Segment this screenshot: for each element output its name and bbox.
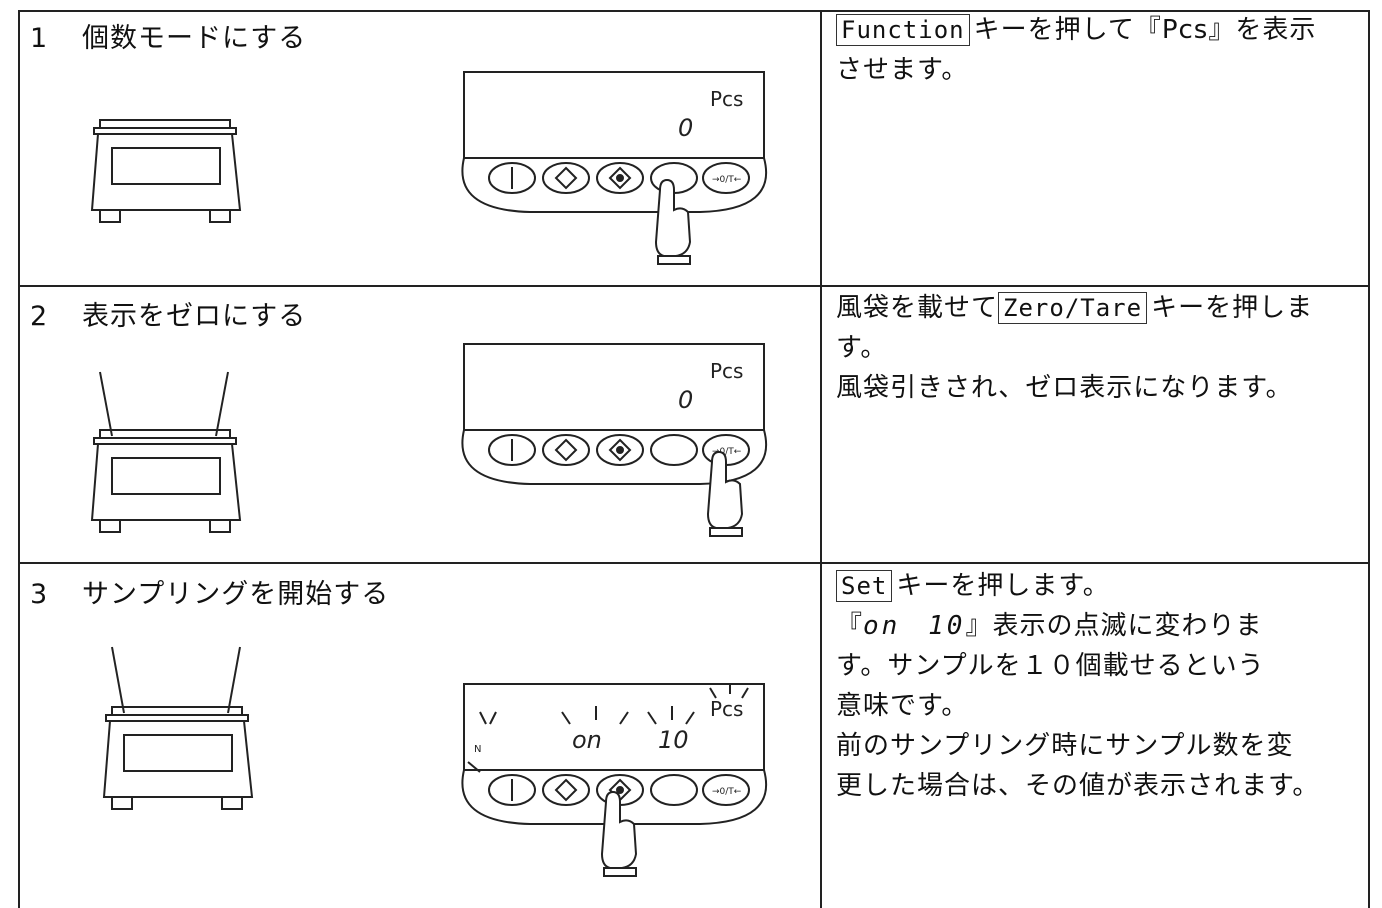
step-number: 1 [30, 23, 49, 54]
set-key-label: Set [836, 570, 893, 602]
pressing-hand-icon [654, 178, 692, 265]
display-value: 0 [678, 386, 693, 414]
zero-tare-key-label: Zero/Tare [998, 292, 1148, 324]
power-key [488, 162, 536, 194]
scale-illustration [90, 119, 242, 223]
unit-label: Pcs [710, 87, 743, 111]
step-2-title: 2 表示をゼロにする [30, 294, 306, 333]
pressing-hand-icon [706, 450, 744, 537]
blink-rays [467, 684, 749, 773]
display-panel-blinking: Pcs on 10 N →0/T← [461, 683, 768, 877]
row-divider-2 [18, 562, 1370, 564]
unit-label: Pcs [710, 697, 743, 721]
display-value: 0 [678, 114, 693, 142]
instruction-table [18, 10, 1370, 908]
pressing-hand-icon [600, 790, 638, 877]
step-label: 個数モードにする [82, 23, 307, 54]
display-panel: Pcs 0 →0/T← [461, 343, 768, 537]
step-label: サンプリングを開始する [82, 579, 390, 610]
display-panel: Pcs 0 →0/T← [461, 71, 768, 265]
step-label: 表示をゼロにする [82, 301, 307, 332]
print-key [542, 162, 590, 194]
svg-text:→0/T←: →0/T← [712, 175, 742, 185]
zero-tare-key [702, 162, 750, 194]
step-number: 2 [30, 301, 49, 332]
row-divider-1 [18, 285, 1370, 287]
step-1-title: 1 個数モードにする [30, 16, 306, 55]
svg-text:→0/T←: →0/T← [712, 447, 742, 457]
unit-label: Pcs [710, 359, 743, 383]
column-divider [820, 10, 822, 908]
function-key-label: Function [836, 14, 970, 46]
step-3-title: 3 サンプリングを開始する [30, 572, 389, 611]
scale-with-container-illustration [90, 371, 242, 533]
scale-with-container-illustration [102, 646, 254, 810]
step-number: 3 [30, 579, 49, 610]
set-key [596, 162, 644, 194]
display-value: 10 [658, 726, 689, 754]
indicator-label: N [474, 744, 481, 755]
svg-text:→0/T←: →0/T← [712, 787, 742, 797]
display-on-label: on [572, 726, 602, 754]
